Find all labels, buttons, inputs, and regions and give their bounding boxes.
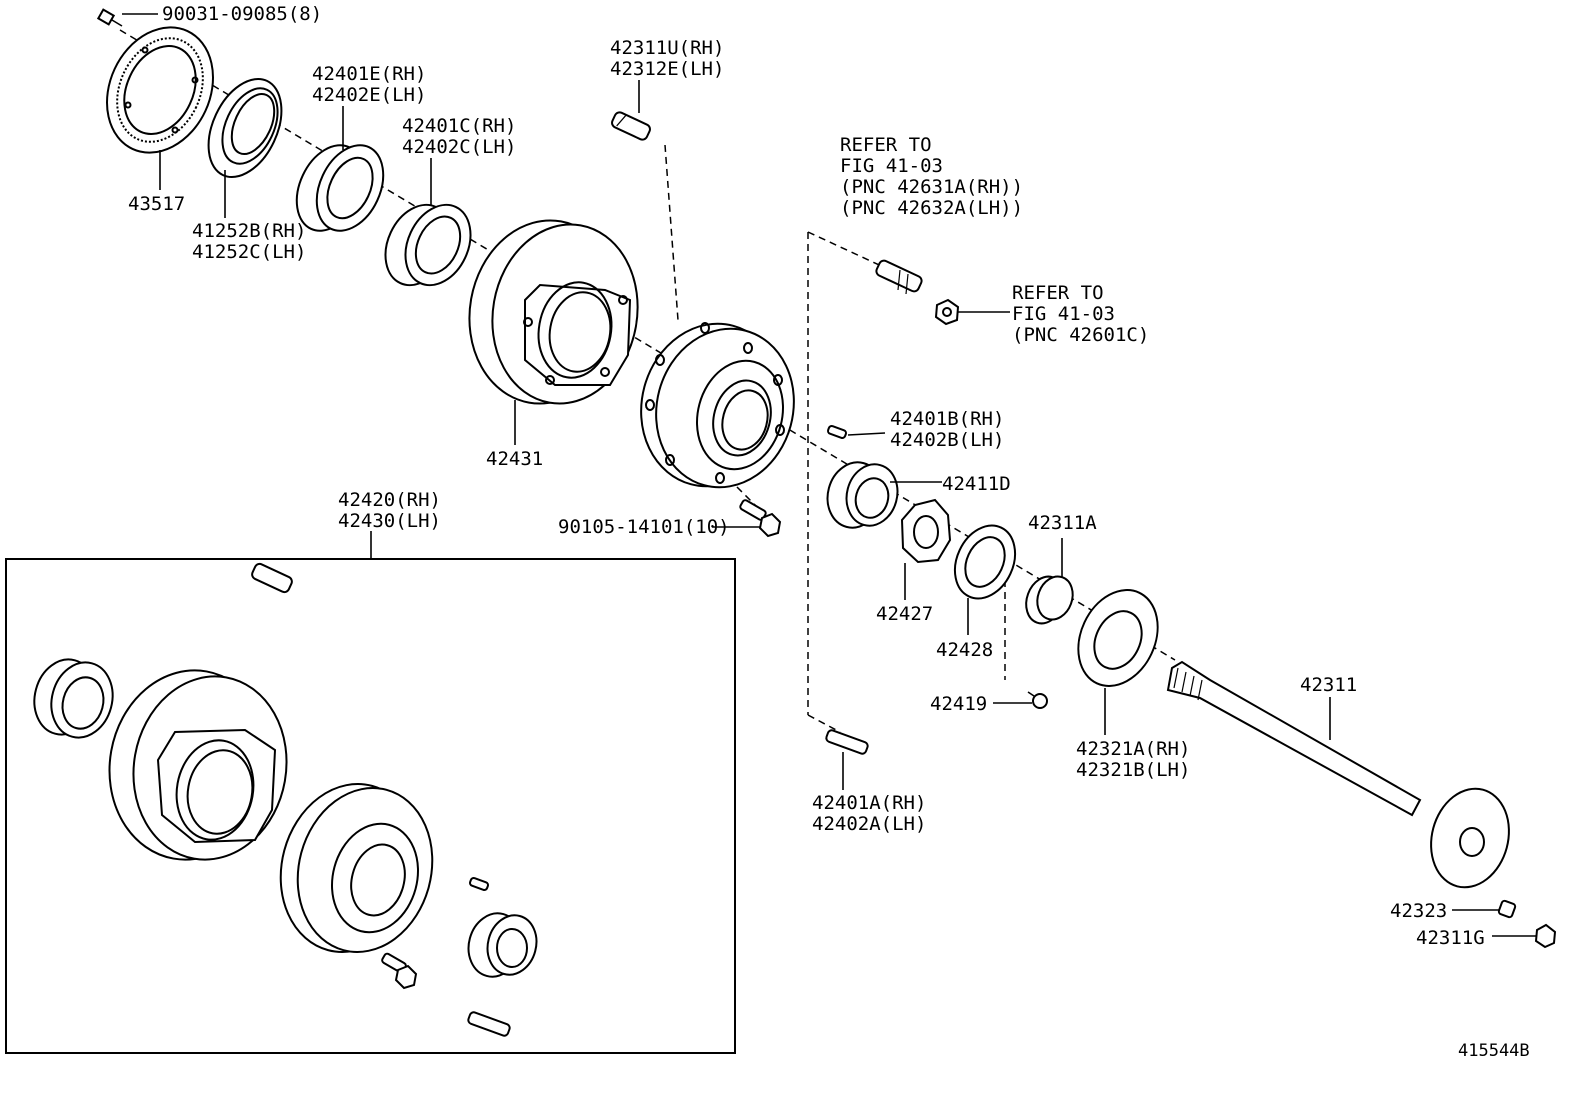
figure-id: 415544B <box>1458 1041 1530 1061</box>
hub-bolt-90105[interactable] <box>712 499 782 538</box>
label-41252c: 41252C(LH) <box>192 241 306 263</box>
label-41252b: 41252B(RH) <box>192 220 306 242</box>
label-43517: 43517 <box>128 193 185 215</box>
assembly-bearing <box>33 658 114 739</box>
hub-nut-refer-41-03[interactable] <box>934 298 1010 326</box>
assembly-bearing-inner <box>467 912 538 978</box>
assembly-brake-drum <box>108 669 288 861</box>
wheel-stud-42401a[interactable] <box>825 729 869 790</box>
label-42411d: 42411D <box>942 473 1011 495</box>
label-42419: 42419 <box>930 693 987 715</box>
bearing-42411d[interactable] <box>820 456 942 534</box>
label-42401b: 42401B(RH) <box>890 408 1004 430</box>
label-refer2-b: FIG 41-03 <box>1012 303 1115 325</box>
label-refer1-b: FIG 41-03 <box>840 155 943 177</box>
bolt-90031[interactable] <box>96 8 123 27</box>
label-refer2-a: REFER TO <box>1012 282 1104 304</box>
screw-42419[interactable] <box>993 691 1048 709</box>
seal-42311a[interactable] <box>1020 538 1079 629</box>
bearing-42401e[interactable] <box>284 135 396 242</box>
assembly-bolt <box>381 952 418 990</box>
bolt-42323[interactable] <box>1452 899 1517 919</box>
label-42402b: 42402B(LH) <box>890 429 1004 451</box>
label-42402e: 42402E(LH) <box>312 84 426 106</box>
label-42428: 42428 <box>936 639 993 661</box>
assembly-stud <box>467 1011 511 1037</box>
oil-seal-41252[interactable] <box>194 67 296 188</box>
label-refer1-c: (PNC 42631A(RH)) <box>840 176 1023 198</box>
brake-drum-42431[interactable] <box>455 208 651 415</box>
label-refer2-c: (PNC 42601C) <box>1012 324 1149 346</box>
label-90031-09085: 90031-09085(8) <box>162 3 322 25</box>
label-42402c: 42402C(LH) <box>402 136 516 158</box>
label-42401c: 42401C(RH) <box>402 115 516 137</box>
label-42321b: 42321B(LH) <box>1076 759 1190 781</box>
label-42420: 42420(RH) <box>338 489 441 511</box>
assembly-pin <box>469 877 489 891</box>
label-refer1-a: REFER TO <box>840 134 932 156</box>
label-90105-14101: 90105-14101(10) <box>558 516 730 538</box>
pin-42401b[interactable] <box>827 425 886 439</box>
label-42401e: 42401E(RH) <box>312 63 426 85</box>
label-42427: 42427 <box>876 603 933 625</box>
bearing-42401c[interactable] <box>373 194 483 295</box>
tone-ring-43517[interactable] <box>87 10 233 170</box>
label-42311g: 42311G <box>1416 927 1485 949</box>
assembly-axle-hub <box>279 783 434 953</box>
assembly-hub-bolt <box>251 562 293 594</box>
label-42431: 42431 <box>486 448 543 470</box>
nut-42311g[interactable] <box>1492 923 1557 949</box>
lock-nut-42427[interactable] <box>900 498 952 600</box>
wheel-stud-refer-41-03[interactable] <box>875 259 923 295</box>
axle-shaft-42311[interactable] <box>1166 660 1520 896</box>
label-42430: 42430(LH) <box>338 510 441 532</box>
label-42311: 42311 <box>1300 674 1357 696</box>
gasket-42321a[interactable] <box>1063 577 1172 735</box>
label-refer1-d: (PNC 42632A(LH)) <box>840 197 1023 219</box>
label-42311a: 42311A <box>1028 512 1097 534</box>
label-42311u: 42311U(RH) <box>610 37 724 59</box>
label-42402a: 42402A(LH) <box>812 813 926 835</box>
lock-washer-42428[interactable] <box>944 516 1027 635</box>
label-42321a: 42321A(RH) <box>1076 738 1190 760</box>
label-42323: 42323 <box>1390 900 1447 922</box>
label-42312e: 42312E(LH) <box>610 58 724 80</box>
axle-hub[interactable] <box>623 308 811 503</box>
hub-bolt-42311u[interactable] <box>610 111 651 142</box>
label-42401a: 42401A(RH) <box>812 792 926 814</box>
